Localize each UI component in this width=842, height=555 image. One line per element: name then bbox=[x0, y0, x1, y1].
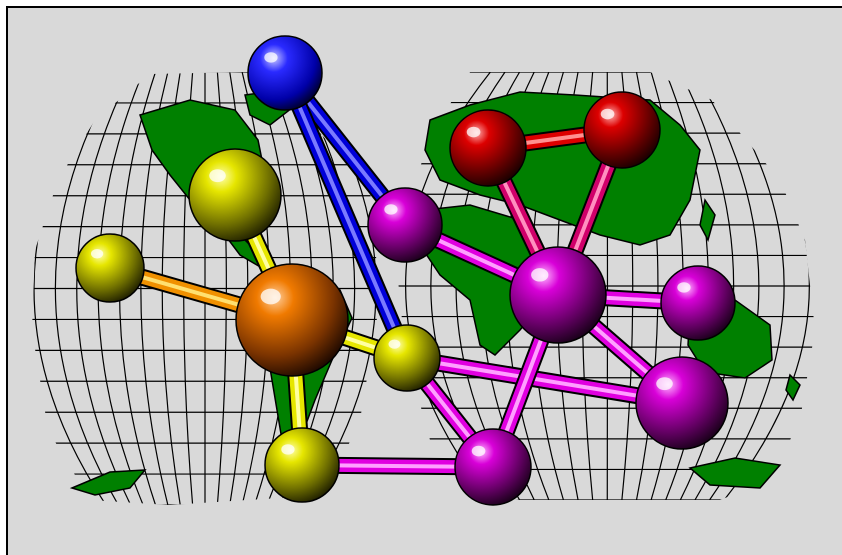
node-r-left-sphere bbox=[449, 109, 527, 187]
new-zealand-landmass bbox=[785, 373, 801, 402]
network-nodes bbox=[75, 35, 736, 506]
node-orange-sphere bbox=[235, 263, 349, 377]
node-r-right-sphere bbox=[583, 91, 661, 169]
node-m-afr-sphere bbox=[367, 187, 443, 263]
node-y-mid-sphere bbox=[373, 324, 441, 392]
node-y-left-sphere bbox=[75, 233, 145, 303]
antarctica-right-landmass bbox=[688, 457, 782, 489]
japan-landmass bbox=[699, 198, 716, 243]
node-y-bot-sphere bbox=[264, 427, 340, 503]
antarctica-left-landmass bbox=[69, 469, 147, 496]
node-y-big-sphere bbox=[188, 148, 282, 242]
node-m-bot-sphere bbox=[454, 428, 532, 506]
link-blue-y-mid bbox=[276, 64, 416, 367]
node-m-east-sphere bbox=[660, 265, 736, 341]
node-m-hub-sphere bbox=[509, 246, 607, 344]
node-m-se-sphere bbox=[635, 356, 729, 450]
node-blue-sphere bbox=[247, 35, 323, 111]
